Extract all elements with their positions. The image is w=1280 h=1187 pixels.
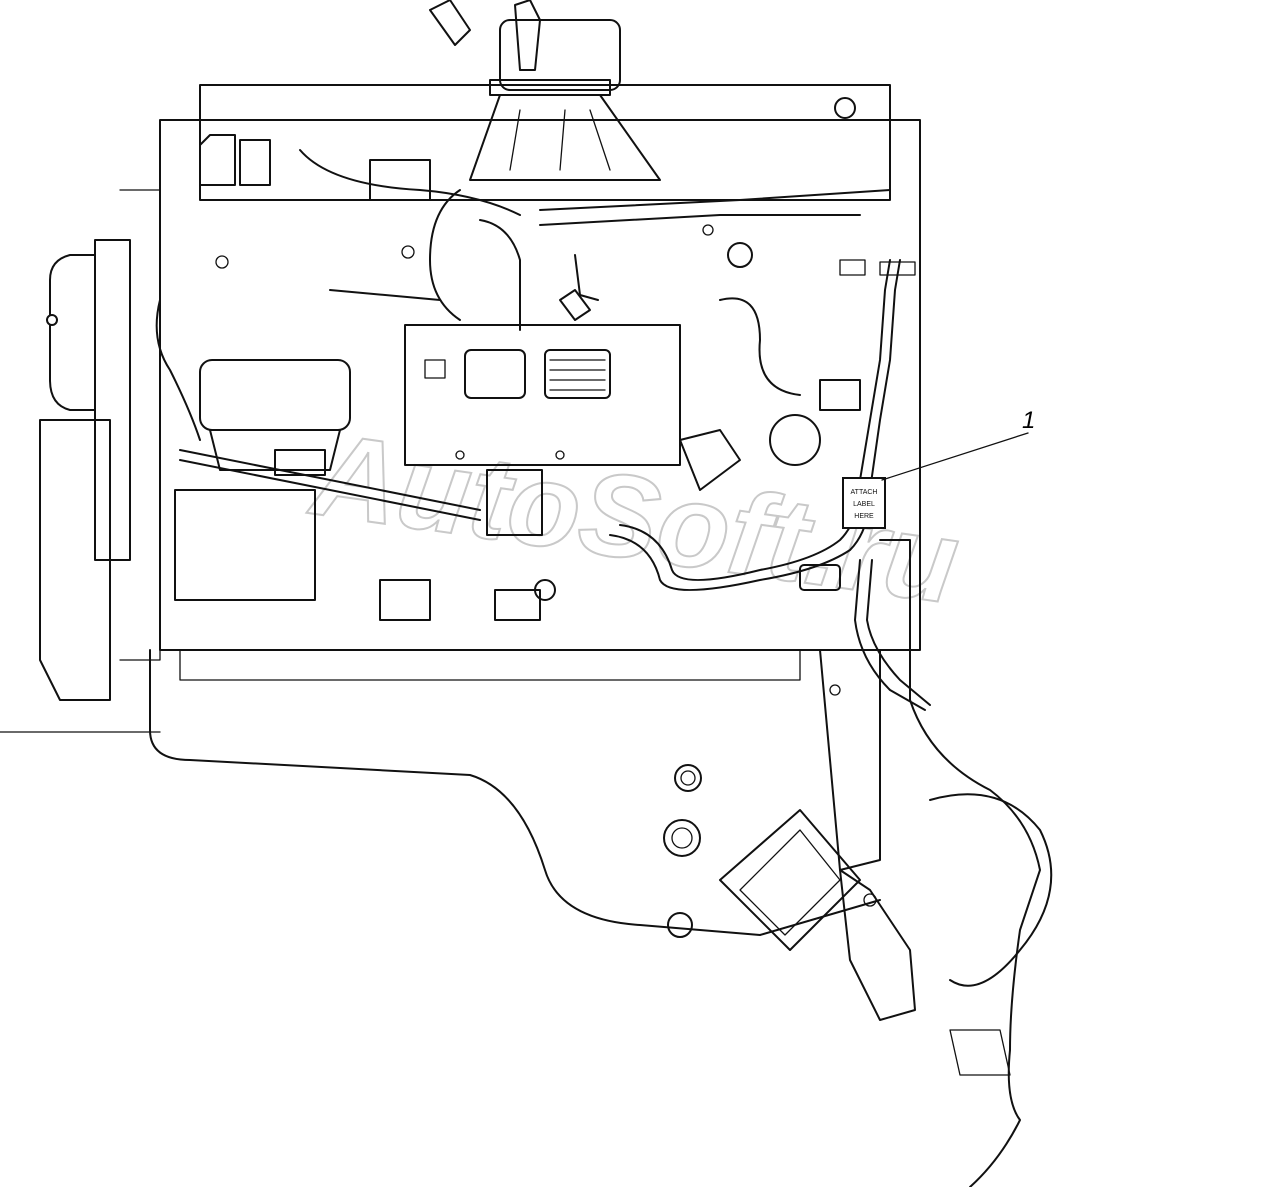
callout-leader-line <box>881 432 1029 481</box>
callout-1: 1 <box>881 407 1035 481</box>
fuel-lines <box>155 149 891 521</box>
tag-text-line-2: LABEL <box>853 501 875 508</box>
callout-label-1: 1 <box>1022 407 1035 434</box>
wiring-harness-label-tag: ATTACH LABEL HERE <box>842 477 886 529</box>
tag-text-line-3: HERE <box>854 513 874 520</box>
tag-text-line-1: ATTACH <box>851 489 878 496</box>
ecu-module <box>404 324 681 536</box>
front-pulley-assembly <box>39 189 161 701</box>
housing-bolts <box>663 764 702 938</box>
flywheel-housing <box>719 539 1053 1187</box>
top-intake-assembly <box>429 0 661 181</box>
misc-hardware <box>199 97 866 621</box>
